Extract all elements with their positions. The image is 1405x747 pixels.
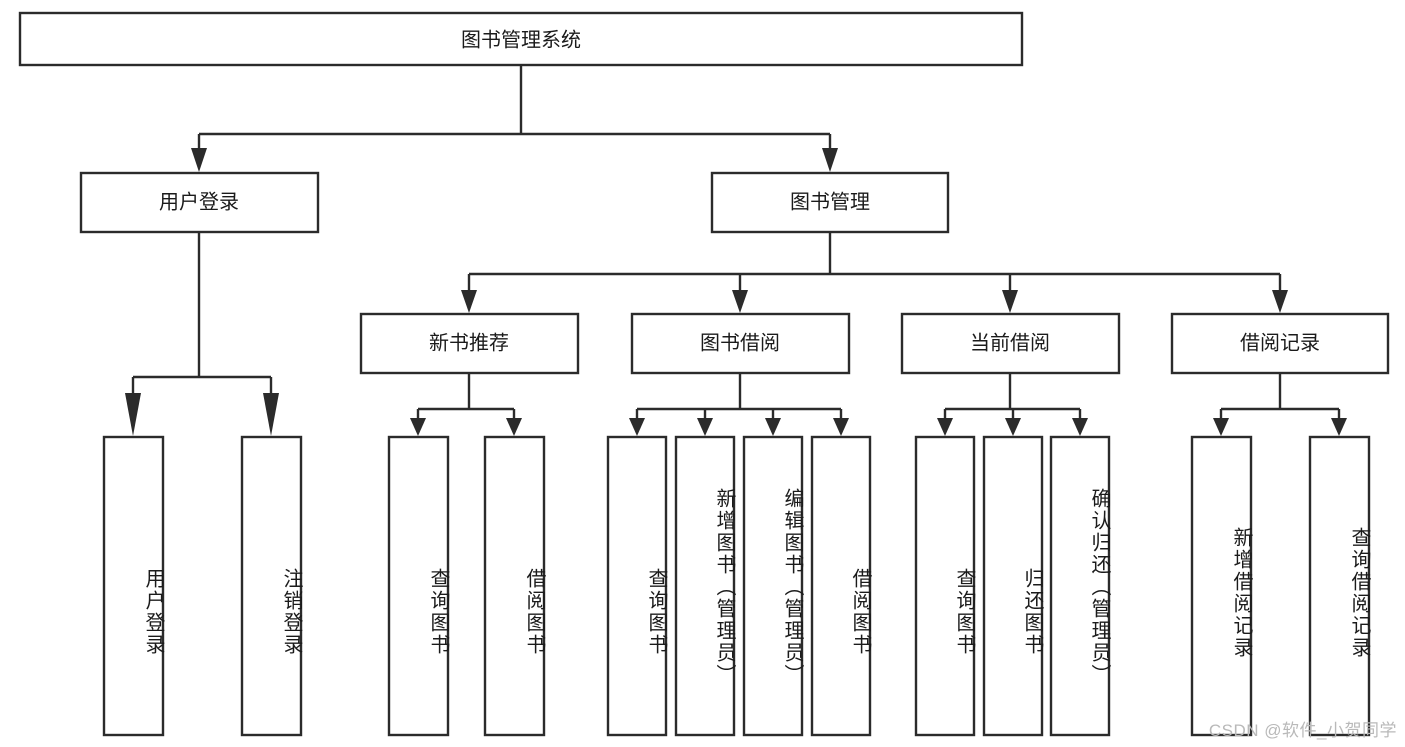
node-leaf-borrow-book-2[interactable] <box>810 435 872 737</box>
node-leaf-edit-book[interactable] <box>742 435 804 737</box>
arrow-head-leaf-query-book-1 <box>410 418 426 436</box>
connector-group-current-borrow <box>937 373 1088 436</box>
node-leaf-add-record[interactable] <box>1190 435 1253 737</box>
node-new-book-recommend-label: 新书推荐 <box>429 331 509 354</box>
arrow-head-leaf-user-login <box>125 393 141 436</box>
node-leaf-query-book-3[interactable] <box>914 435 976 737</box>
arrow-head-user-login <box>191 148 207 172</box>
arrow-head-leaf-query-book-3 <box>937 418 953 436</box>
arrow-head-new-book-recommend <box>461 290 477 313</box>
arrow-head-borrow-record <box>1272 290 1288 313</box>
arrow-head-leaf-query-record <box>1331 418 1347 436</box>
connector-group-new-book-recommend <box>410 373 522 436</box>
node-leaf-user-login[interactable] <box>102 435 165 737</box>
node-current-borrow-label: 当前借阅 <box>970 331 1050 354</box>
node-borrow-record[interactable] <box>1170 312 1390 375</box>
node-user-login-label: 用户登录 <box>159 190 239 213</box>
arrow-head-leaf-add-record <box>1213 418 1229 436</box>
connector-group-book-borrow <box>629 373 849 436</box>
arrow-head-leaf-edit-book <box>765 418 781 436</box>
node-borrow-record-label: 借阅记录 <box>1240 331 1320 354</box>
node-leaf-logout-login[interactable] <box>240 435 303 737</box>
arrow-head-leaf-borrow-book-2 <box>833 418 849 436</box>
node-leaf-add-book[interactable] <box>674 435 736 737</box>
node-book-management[interactable] <box>710 171 950 234</box>
node-leaf-query-record[interactable] <box>1308 435 1371 737</box>
node-leaf-confirm-return[interactable] <box>1049 435 1111 737</box>
arrow-head-leaf-return-book <box>1005 418 1021 436</box>
connector-group-root <box>191 65 838 172</box>
arrow-head-book-borrow <box>732 290 748 313</box>
node-leaf-return-book[interactable] <box>982 435 1044 737</box>
connector-group-book-management <box>461 232 1288 313</box>
arrow-head-leaf-add-book <box>697 418 713 436</box>
connector-group-user-login <box>125 232 279 436</box>
connector-group-borrow-record <box>1213 373 1347 436</box>
node-root[interactable] <box>18 11 1024 67</box>
arrow-head-current-borrow <box>1002 290 1018 313</box>
node-leaf-query-book-2[interactable] <box>606 435 668 737</box>
arrow-head-leaf-confirm-return <box>1072 418 1088 436</box>
node-leaf-query-book-1[interactable] <box>387 435 450 737</box>
node-root-label: 图书管理系统 <box>461 28 581 51</box>
node-book-borrow[interactable] <box>630 312 851 375</box>
node-new-book-recommend[interactable] <box>359 312 580 375</box>
node-book-borrow-label: 图书借阅 <box>700 331 780 354</box>
watermark-text: CSDN @软件_小贺同学 <box>1208 721 1397 740</box>
arrow-head-book-management <box>822 148 838 172</box>
node-user-login[interactable] <box>79 171 320 234</box>
arrow-head-leaf-query-book-2 <box>629 418 645 436</box>
node-leaf-borrow-book-1[interactable] <box>483 435 546 737</box>
node-book-management-label: 图书管理 <box>790 190 870 213</box>
arrow-head-leaf-borrow-book-1 <box>506 418 522 436</box>
arrow-head-leaf-logout-login <box>263 393 279 436</box>
node-current-borrow[interactable] <box>900 312 1121 375</box>
